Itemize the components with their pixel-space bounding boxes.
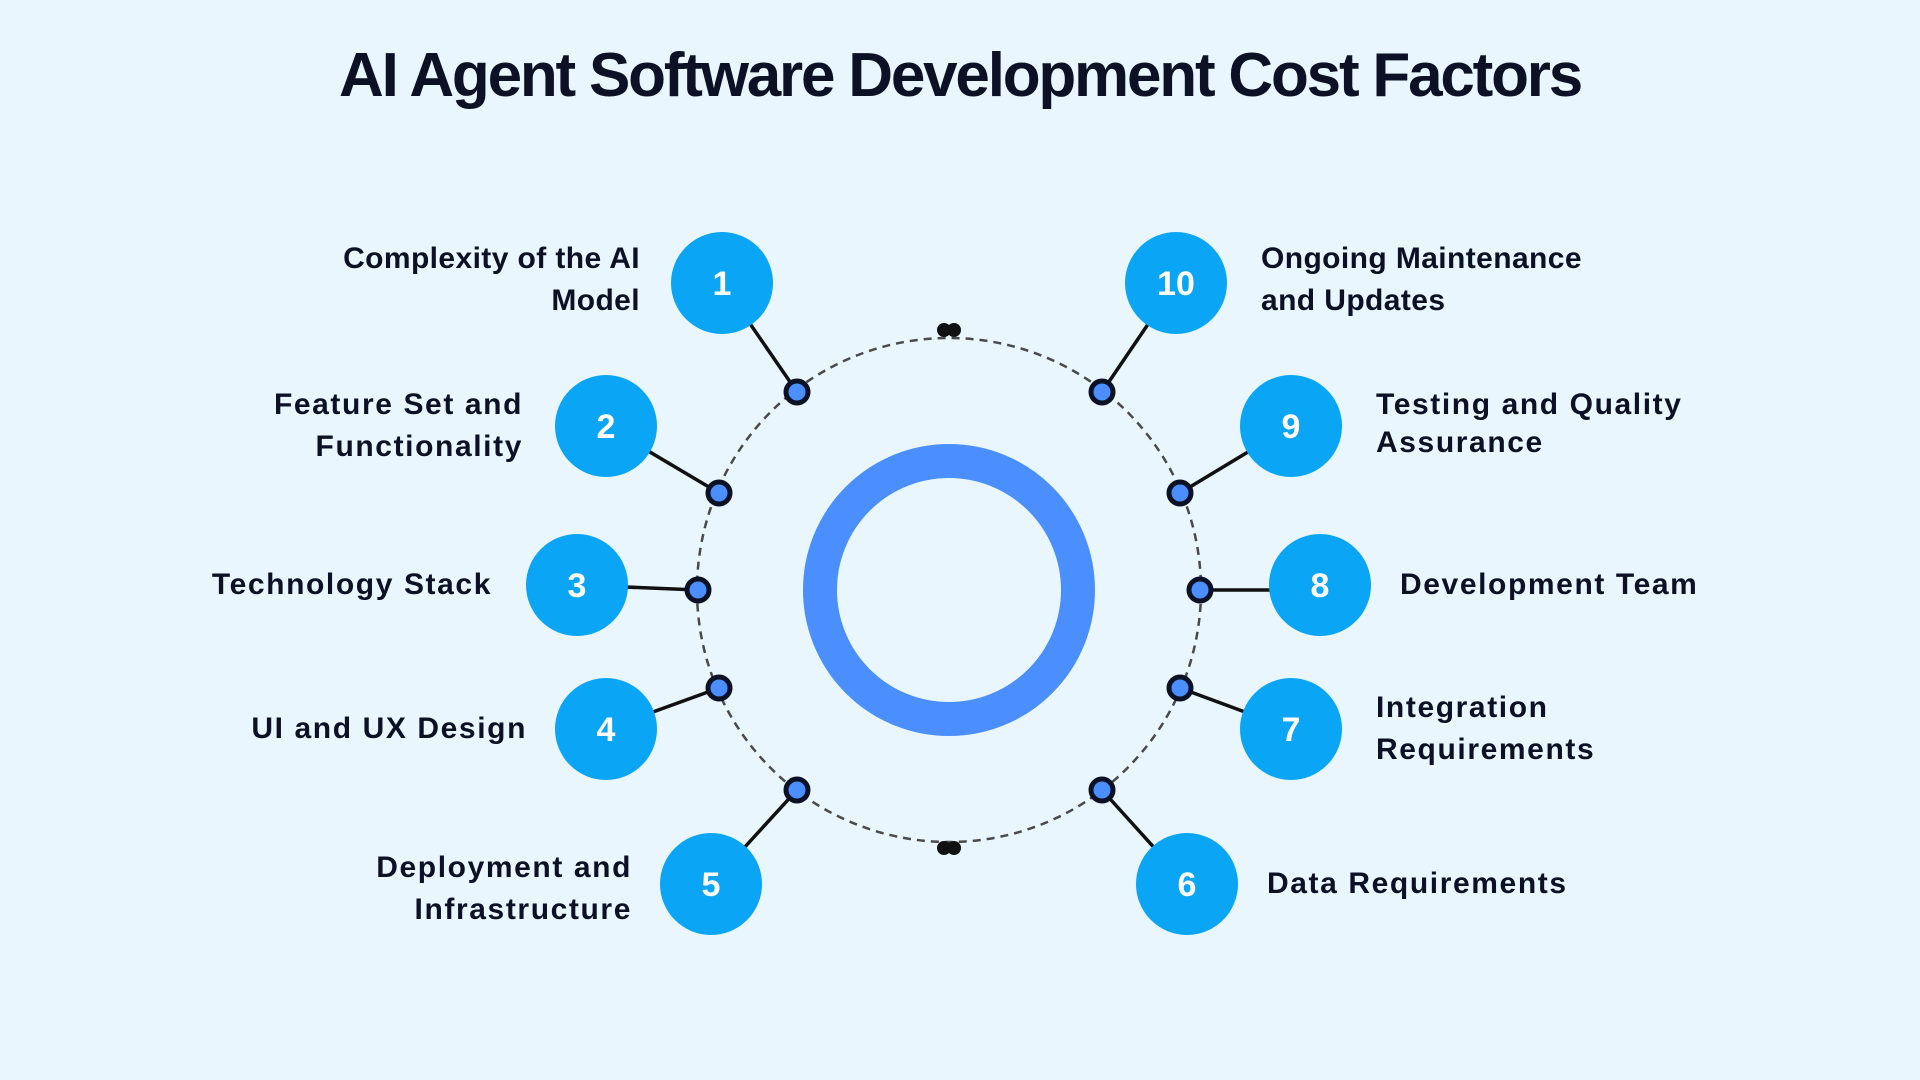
- factor-label-line: Feature Set and: [273, 388, 523, 421]
- svg-text:7: 7: [1282, 711, 1301, 749]
- factor-node-4: 4: [555, 678, 657, 780]
- factor-node-1: 1: [671, 232, 773, 334]
- center-ring: [803, 444, 1095, 736]
- orbit-dot-icon-6: [1088, 776, 1116, 804]
- factor-label-10: Ongoing Maintenance and Updates: [1261, 238, 1582, 322]
- factor-label-5: Deployment and Infrastructure: [376, 847, 632, 931]
- factor-label-line: Testing and Quality: [1376, 388, 1683, 421]
- factor-node-5: 5: [660, 833, 762, 935]
- orbit-dot-icon-2: [705, 479, 733, 507]
- factor-label-9: Testing and Quality Assurance: [1376, 386, 1683, 462]
- factor-label-line: Technology Stack: [211, 568, 492, 601]
- dashed-orbit: [695, 336, 1203, 844]
- factor-node-10: 10: [1125, 232, 1227, 334]
- svg-text:1: 1: [713, 265, 732, 303]
- factor-label-line: Assurance: [1376, 426, 1544, 459]
- orbit-dot-icon-9: [1166, 479, 1194, 507]
- orbit-dot-icon-8: [1186, 576, 1214, 604]
- factor-label-line: Infrastructure: [414, 893, 632, 926]
- factor-label-line: Complexity of the AI: [343, 242, 640, 275]
- bottom-double-dot-icon: [937, 841, 961, 855]
- orbit-dot-icon-5: [783, 776, 811, 804]
- factor-label-6: Data Requirements: [1267, 863, 1568, 905]
- factor-label-line: Development Team: [1400, 568, 1699, 601]
- svg-text:3: 3: [568, 567, 587, 605]
- factor-label-2: Feature Set and Functionality: [274, 384, 523, 468]
- factor-label-line: and Updates: [1261, 284, 1446, 317]
- factor-label-line: Functionality: [315, 430, 523, 463]
- page-title: AI Agent Software Development Cost Facto…: [339, 41, 1583, 110]
- factor-node-2: 2: [555, 375, 657, 477]
- orbit-dot-icon-3: [684, 576, 712, 604]
- factor-label-1: Complexity of the AI Model: [343, 238, 640, 322]
- factor-label-line: UI and UX Design: [251, 712, 527, 745]
- factor-label-4: UI and UX Design: [251, 708, 527, 750]
- factor-label-3: Technology Stack: [212, 564, 492, 606]
- factor-node-9: 9: [1240, 375, 1342, 477]
- factor-label-line: Integration: [1376, 691, 1549, 724]
- factor-label-line: Deployment and: [376, 851, 632, 884]
- svg-text:5: 5: [702, 866, 721, 904]
- svg-text:9: 9: [1282, 408, 1301, 446]
- factor-node-6: 6: [1136, 833, 1238, 935]
- factor-label-line: Model: [551, 284, 640, 317]
- orbit-dots: [684, 378, 1214, 804]
- factor-node-8: 8: [1269, 534, 1371, 636]
- top-double-dot-icon: [937, 323, 961, 337]
- orbit-dot-icon-7: [1166, 674, 1194, 702]
- factor-label-line: Requirements: [1376, 733, 1596, 766]
- orbit-dot-icon-10: [1088, 378, 1116, 406]
- orbit-dot-icon-1: [783, 378, 811, 406]
- orbit-dot-icon-4: [705, 674, 733, 702]
- svg-text:10: 10: [1157, 265, 1195, 303]
- svg-text:4: 4: [597, 711, 616, 749]
- svg-text:6: 6: [1178, 866, 1197, 904]
- factor-label-7: Integration Requirements: [1376, 687, 1595, 771]
- factor-label-line: Data Requirements: [1267, 867, 1568, 900]
- factor-node-3: 3: [526, 534, 628, 636]
- svg-text:2: 2: [597, 408, 616, 446]
- factor-node-7: 7: [1240, 678, 1342, 780]
- factor-label-line: Ongoing Maintenance: [1261, 242, 1582, 275]
- svg-text:8: 8: [1311, 567, 1330, 605]
- factor-label-8: Development Team: [1400, 564, 1698, 606]
